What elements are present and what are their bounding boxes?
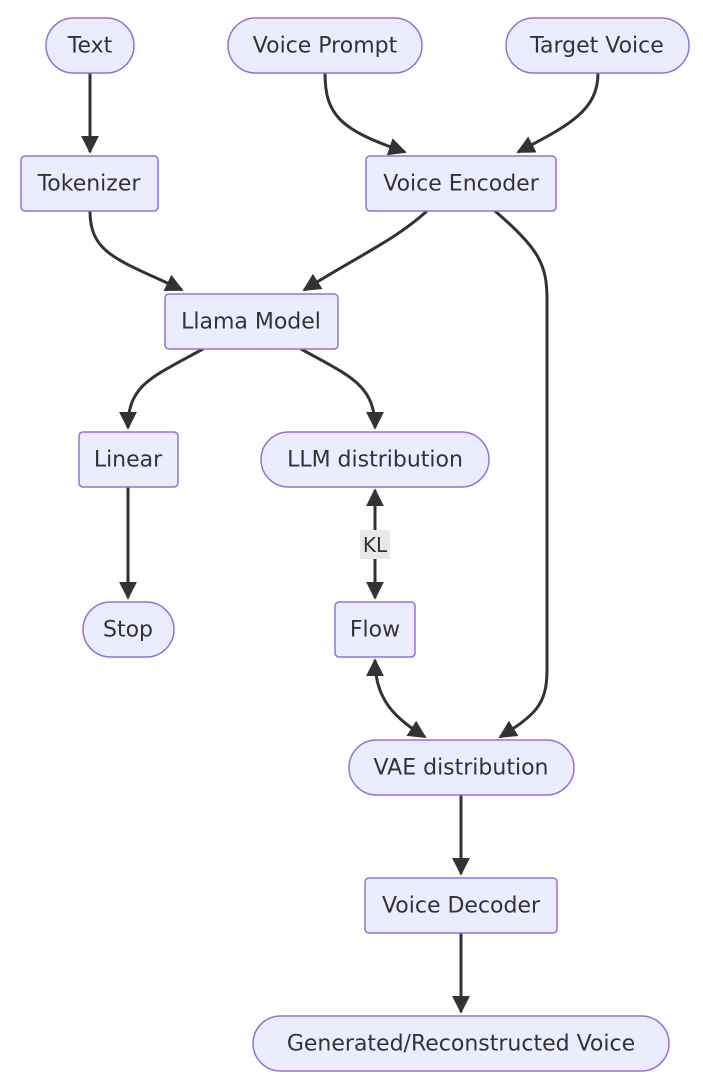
node-text: Text	[45, 17, 135, 74]
node-flow: Flow	[334, 601, 416, 658]
edge-flow-vae	[366, 658, 427, 739]
node-voice-encoder-label: Voice Encoder	[383, 172, 539, 197]
node-generated-voice-label: Generated/Reconstructed Voice	[287, 1032, 635, 1057]
node-voice-prompt: Voice Prompt	[227, 17, 423, 74]
edge-target-voice-to-encoder	[516, 72, 600, 154]
node-stop-label: Stop	[103, 618, 153, 643]
node-llama-model-label: Llama Model	[181, 310, 321, 335]
node-voice-encoder: Voice Encoder	[365, 155, 557, 212]
node-linear: Linear	[78, 431, 179, 488]
node-llama-model: Llama Model	[164, 293, 339, 350]
node-voice-decoder: Voice Decoder	[364, 877, 558, 934]
edge-encoder-to-llama	[302, 209, 429, 292]
node-tokenizer-label: Tokenizer	[37, 172, 142, 197]
node-vae-distribution-label: VAE distribution	[374, 756, 549, 781]
edge-voice-prompt-to-encoder	[323, 72, 407, 156]
kl-label: KL	[363, 533, 388, 557]
node-linear-label: Linear	[94, 448, 163, 473]
edge-llama-to-linear	[119, 347, 204, 430]
node-generated-voice: Generated/Reconstructed Voice	[252, 1015, 670, 1072]
node-flow-label: Flow	[350, 618, 400, 643]
node-voice-prompt-label: Voice Prompt	[253, 34, 398, 59]
node-llm-distribution-label: LLM distribution	[287, 448, 463, 473]
edges	[81, 72, 600, 1014]
node-target-voice: Target Voice	[505, 17, 690, 74]
edge-tokenizer-to-llama	[88, 210, 184, 292]
node-llm-distribution: LLM distribution	[260, 431, 490, 488]
node-text-label: Text	[67, 34, 113, 59]
node-voice-decoder-label: Voice Decoder	[382, 894, 541, 919]
edge-label-kl: KL	[360, 530, 390, 559]
node-stop: Stop	[82, 601, 175, 658]
edge-encoder-to-vae	[494, 209, 549, 739]
node-vae-distribution: VAE distribution	[348, 739, 575, 796]
node-target-voice-label: Target Voice	[529, 34, 664, 59]
edge-llama-to-llm-distribution	[300, 347, 384, 430]
node-tokenizer: Tokenizer	[20, 155, 159, 212]
